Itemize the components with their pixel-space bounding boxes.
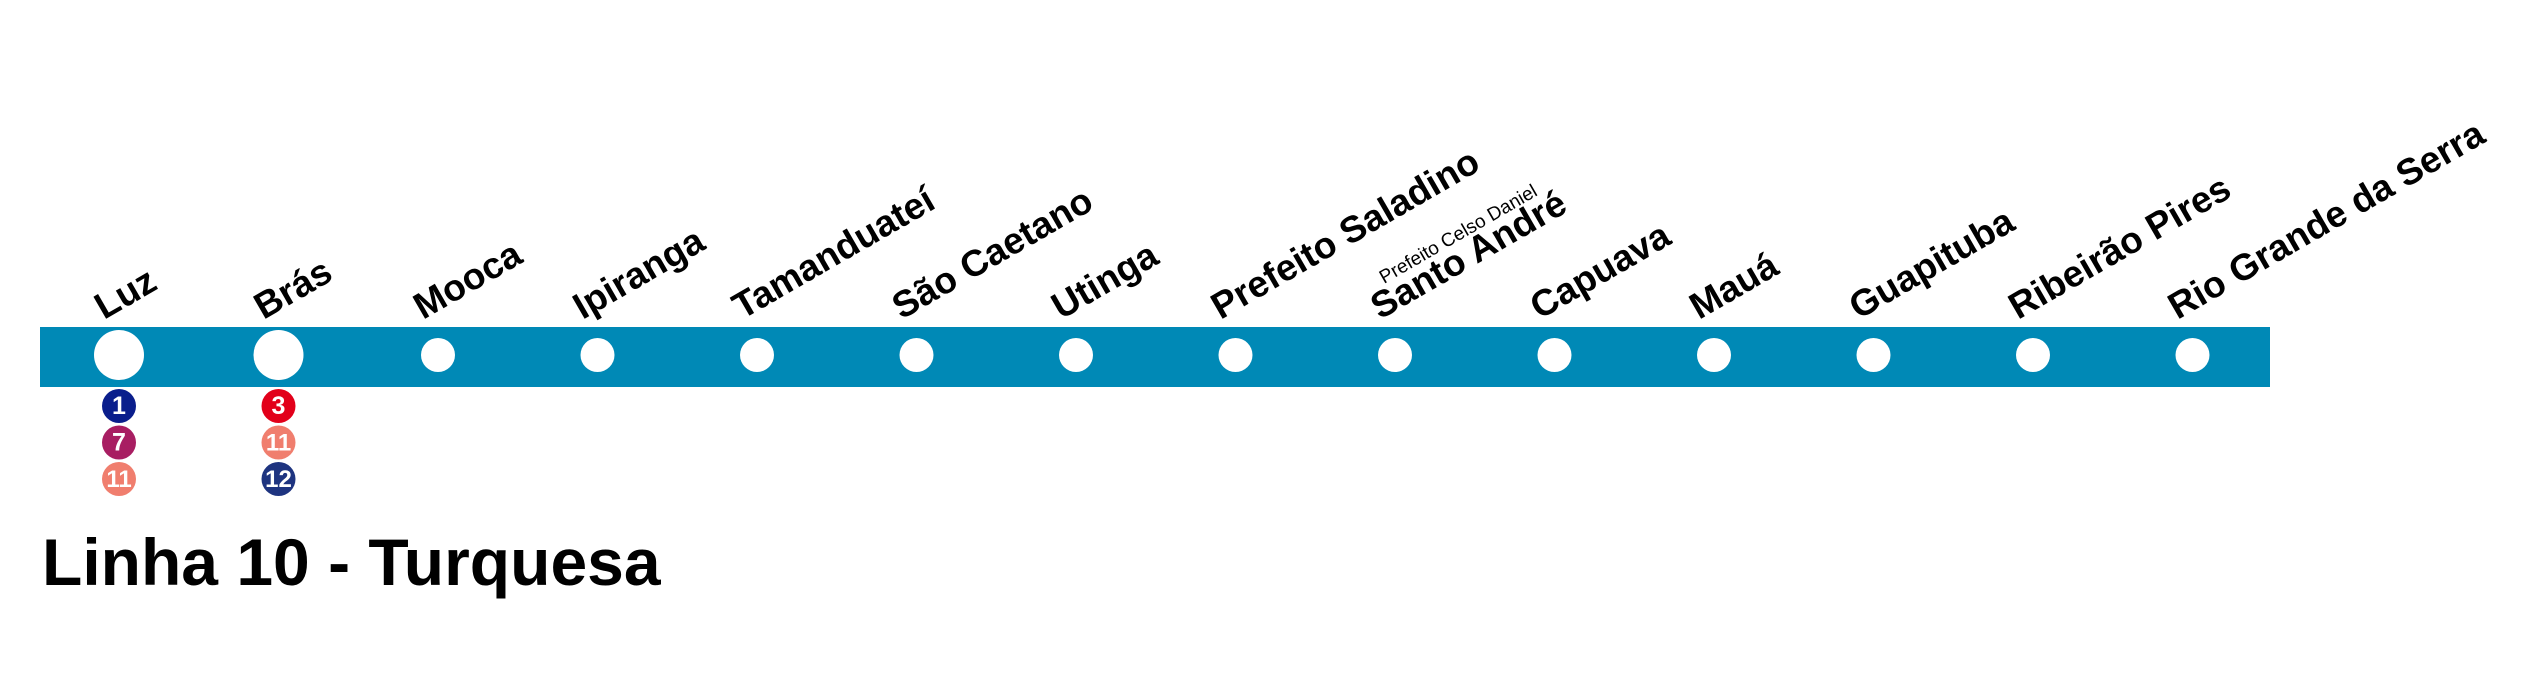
transfer-badge-label: 3 — [272, 392, 286, 420]
station-label: Utinga — [1045, 234, 1166, 327]
station-dot — [740, 338, 774, 372]
transfer-badge-circle — [261, 425, 296, 460]
station-dot — [1537, 338, 1572, 372]
transfer-badge-label: 7 — [112, 429, 126, 457]
transfer-badge-line-3: 3 — [261, 389, 296, 423]
transfer-badge-line-1: 1 — [102, 389, 136, 423]
station-dot — [1378, 338, 1412, 372]
station-dot — [2016, 338, 2050, 372]
station-dot — [1697, 338, 1731, 372]
station-dot — [421, 338, 455, 372]
station-dot — [580, 338, 615, 372]
transfer-badge-circle — [102, 462, 136, 496]
transfer-badge-line-11: 11 — [102, 462, 136, 496]
station-label: Ipiranga — [566, 219, 712, 327]
transfer-badge-label: 11 — [266, 430, 291, 457]
station-dot — [2175, 338, 2210, 372]
line-bar — [40, 327, 2270, 387]
transfer-badge-circle — [261, 389, 296, 423]
station-dot — [899, 338, 934, 372]
transfer-badge-circle — [102, 425, 136, 460]
station-label: Mauá — [1683, 244, 1786, 327]
station-label: Luz — [88, 260, 164, 327]
transfer-badge-label: 12 — [265, 466, 292, 493]
transfer-badge-line-7: 7 — [102, 425, 136, 460]
station-label: Mooca — [407, 233, 529, 327]
station-dot — [1218, 338, 1253, 372]
transfer-badge-circle — [102, 389, 136, 423]
transfer-badge-circle — [261, 462, 296, 496]
station-label: Guapituba — [1842, 200, 2021, 327]
line-title: Linha 10 - Turquesa — [42, 525, 661, 599]
transfer-badge-label: 11 — [106, 466, 131, 493]
station-dot — [94, 330, 144, 380]
station-dot — [253, 330, 304, 380]
transfer-badge-line-12: 12 — [261, 462, 296, 496]
station-dot — [1856, 338, 1891, 372]
station-dot — [1059, 338, 1093, 372]
station-label: Rio Grande da Serra — [2161, 112, 2492, 327]
transfer-badge-label: 1 — [112, 392, 126, 420]
station-label: Brás — [247, 250, 339, 327]
transfer-badge-line-11: 11 — [261, 425, 296, 460]
